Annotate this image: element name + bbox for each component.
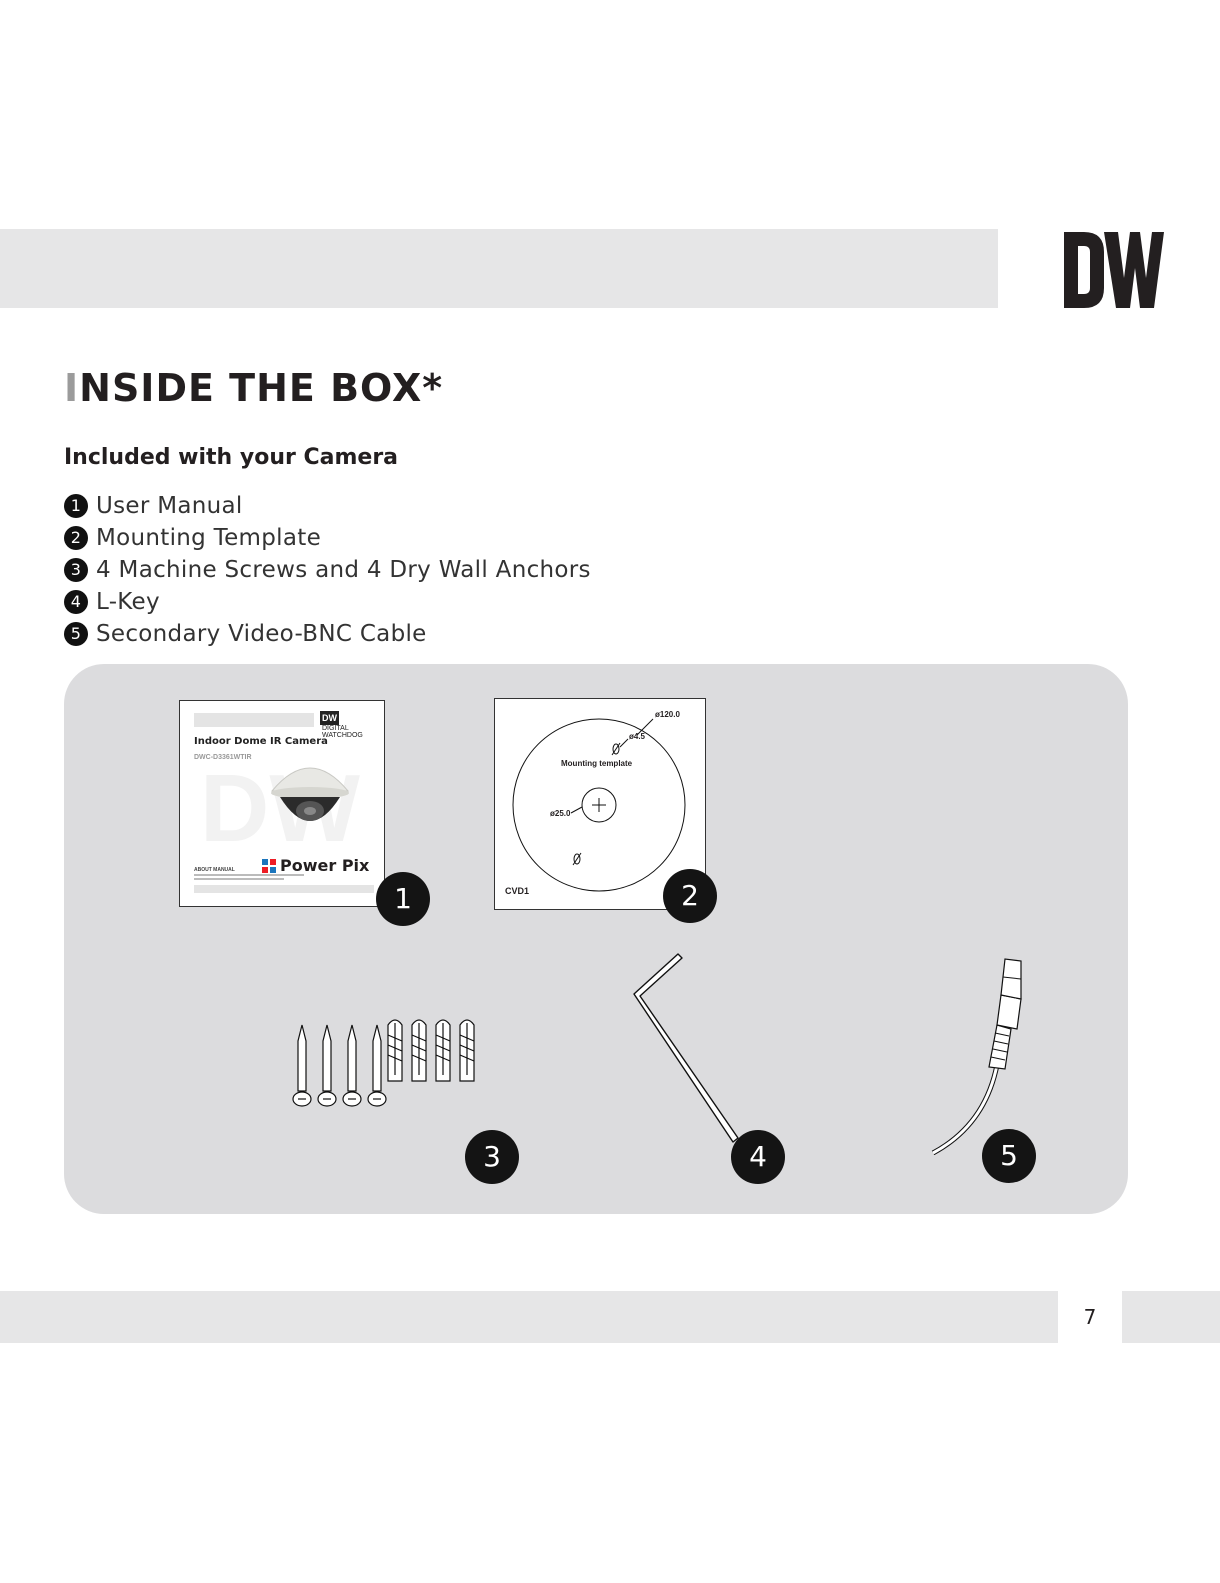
manual-brand-line2: WATCHDOG: [322, 732, 363, 739]
svg-text:DW: DW: [200, 755, 360, 851]
item-number: 1: [64, 494, 88, 518]
item-number: 5: [64, 622, 88, 646]
list-item: 2 Mounting Template: [64, 522, 591, 554]
screws-and-anchors-illustration: [290, 1015, 500, 1115]
contents-list: 1 User Manual 2 Mounting Template 3 4 Machi…: [64, 490, 591, 650]
manual-brand-line1: DIGITAL: [322, 725, 349, 732]
machine-screw: [293, 1025, 311, 1106]
item-badge: 4: [731, 1130, 785, 1184]
item-number: 2: [64, 526, 88, 550]
template-title: Mounting template: [561, 759, 632, 768]
header-band: [0, 229, 998, 308]
item-label: L-Key: [96, 589, 160, 615]
footer-band-right: [1122, 1291, 1220, 1343]
template-outer-diameter: ø120.0: [655, 710, 680, 719]
power-pix-text: Power Pix: [280, 856, 369, 875]
item-number: 3: [64, 558, 88, 582]
item-badge: 1: [376, 872, 430, 926]
item-badge: 3: [465, 1130, 519, 1184]
item-label: Mounting Template: [96, 525, 321, 551]
wall-anchor: [412, 1020, 426, 1081]
title-first-letter: I: [64, 366, 79, 410]
wall-anchor: [388, 1020, 402, 1081]
wall-anchor: [460, 1020, 474, 1081]
list-item: 5 Secondary Video-BNC Cable: [64, 618, 591, 650]
list-item: 4 L-Key: [64, 586, 591, 618]
template-code: CVD1: [505, 886, 529, 896]
manual-footer-bar: [194, 885, 374, 893]
machine-screw: [368, 1025, 386, 1106]
section-subtitle: Included with your Camera: [64, 444, 398, 472]
manual-fine-print: [194, 878, 284, 880]
power-pix-squares-icon: [262, 859, 276, 873]
list-item: 1 User Manual: [64, 490, 591, 522]
item-badge: 2: [663, 869, 717, 923]
page-number: 7: [1058, 1291, 1122, 1343]
list-item: 3 4 Machine Screws and 4 Dry Wall Anchors: [64, 554, 591, 586]
power-pix-logo: Power Pix: [262, 856, 369, 875]
manual-about-heading: ABOUT MANUAL: [194, 867, 235, 873]
item-label: 4 Machine Screws and 4 Dry Wall Anchors: [96, 557, 591, 583]
template-center-hole: ø25.0: [550, 809, 570, 818]
machine-screw: [343, 1025, 361, 1106]
item-label: User Manual: [96, 493, 243, 519]
item-number: 4: [64, 590, 88, 614]
template-screw-hole: ø4.5: [629, 732, 645, 741]
page-title: INSIDE THE BOX*: [64, 366, 443, 410]
title-text: NSIDE THE BOX*: [79, 366, 443, 410]
machine-screw: [318, 1025, 336, 1106]
l-key-illustration: [630, 950, 750, 1150]
dw-logo: [1064, 232, 1164, 308]
wall-anchor: [436, 1020, 450, 1081]
bnc-cable-illustration: [925, 955, 1045, 1155]
item-label: Secondary Video-BNC Cable: [96, 621, 427, 647]
manual-fine-print: [194, 874, 304, 876]
dome-camera-icon: DW: [180, 741, 384, 851]
item-badge: 5: [982, 1129, 1036, 1183]
manual-header-bar: [194, 713, 314, 727]
footer-band-left: [0, 1291, 1058, 1343]
